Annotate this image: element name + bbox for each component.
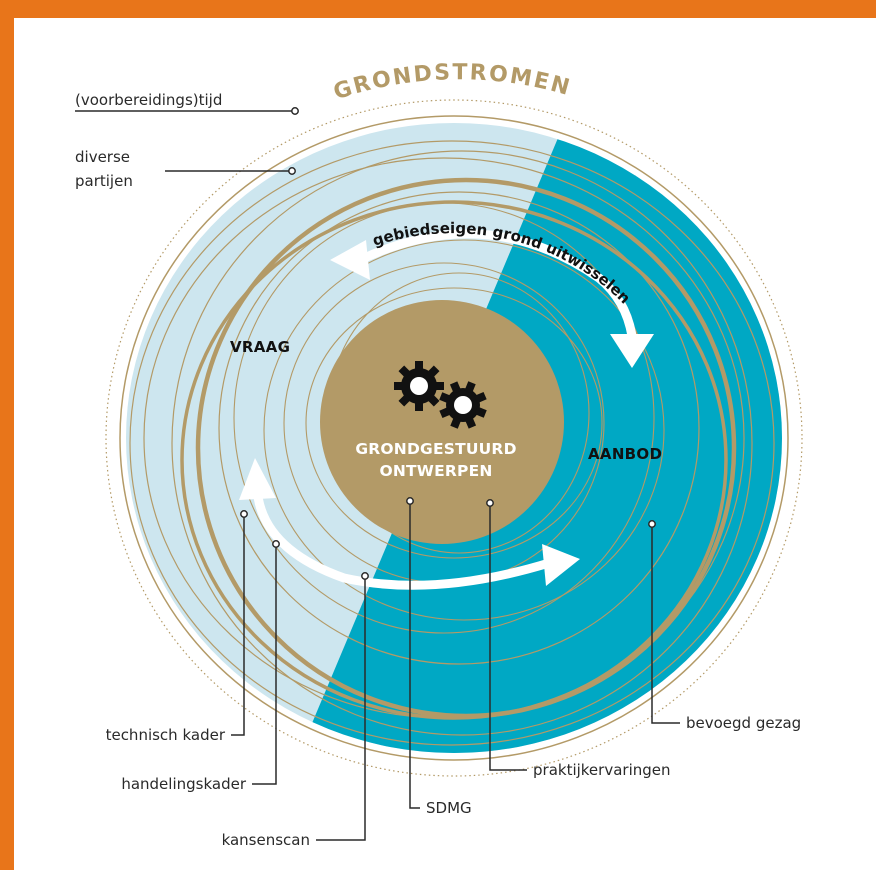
diagram-title: GRONDSTROMEN	[331, 60, 574, 105]
outer-ring	[119, 115, 789, 761]
aanbod-label: AANBOD	[588, 445, 662, 463]
label-sdmg: SDMG	[426, 799, 472, 817]
exchange-arrow-top	[330, 229, 654, 368]
label-voorbereidingstijd: (voorbereidings)tijd	[75, 91, 222, 109]
ring-3	[171, 150, 753, 736]
center-disc	[320, 300, 564, 544]
ring-5	[218, 191, 700, 665]
label-bevoegd-gezag: bevoegd gezag	[686, 714, 801, 732]
ring-2	[129, 140, 775, 746]
label-partijen: partijen	[75, 172, 133, 190]
center-title-line1: GRONDGESTUURD	[355, 440, 516, 458]
ring-7	[263, 239, 665, 621]
label-kansenscan: kansenscan	[222, 831, 310, 849]
callout-lines	[75, 110, 680, 841]
label-technisch-kader: technisch kader	[106, 726, 226, 744]
ring-6	[233, 202, 655, 634]
label-praktijkervaringen: praktijkervaringen	[533, 761, 671, 779]
exchange-arrow-bottom	[239, 458, 580, 590]
callout-dots	[240, 107, 656, 580]
vraag-label: VRAAG	[230, 338, 290, 356]
diagram-frame: GRONDGESTUURD ONTWERPEN VRAAG AANBOD geb…	[14, 18, 876, 870]
ring-9	[305, 287, 603, 559]
outer-dotted-ring	[105, 99, 803, 777]
gears-icon	[394, 361, 487, 429]
ring-4	[143, 157, 745, 719]
grondstromen-diagram: GRONDGESTUURD ONTWERPEN VRAAG AANBOD geb…	[75, 60, 803, 849]
label-handelingskader: handelingskader	[121, 775, 246, 793]
center-title-line2: ONTWERPEN	[379, 462, 492, 480]
label-diverse: diverse	[75, 148, 130, 166]
thick-ring-1	[195, 177, 737, 719]
